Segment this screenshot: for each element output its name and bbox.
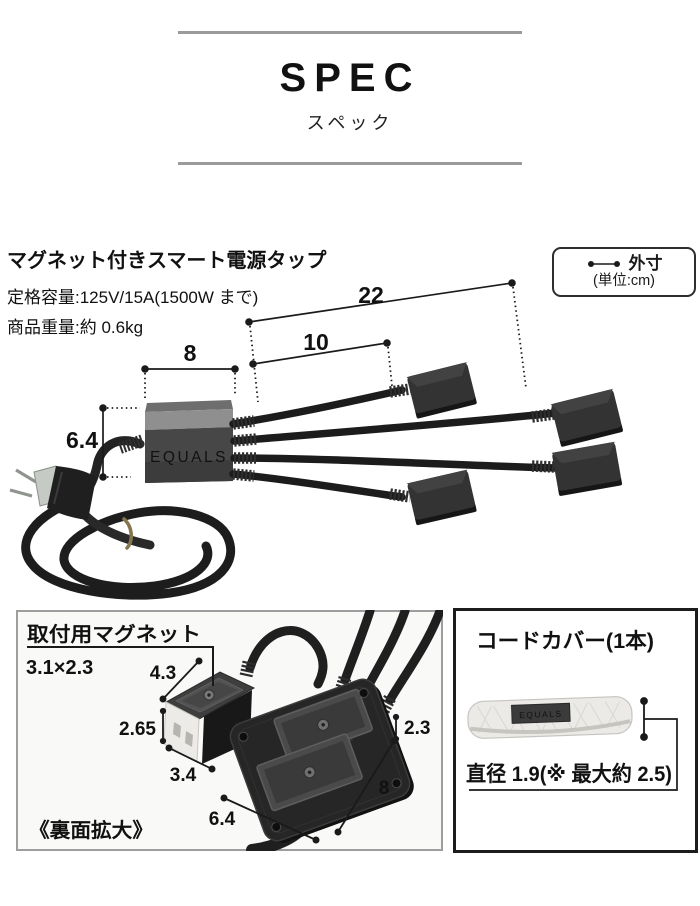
back-view-caption: 《裏面拡大》 xyxy=(29,818,153,842)
socket-head xyxy=(406,469,477,526)
dimension-label-22: 22 xyxy=(358,282,384,308)
back-view-photo: 取付用マグネット 3.1×2.3 4.3 2.65 3.4 2.3 8 6.4 … xyxy=(16,610,443,851)
dimension-label-4-3: 4.3 xyxy=(150,663,176,684)
header-rule-top xyxy=(178,31,522,34)
legend-label: 外寸 xyxy=(628,254,663,274)
back-dimension-lines xyxy=(27,646,400,844)
product-weight: 商品重量:約 0.6kg xyxy=(7,318,144,337)
plug-prong xyxy=(9,488,33,498)
cord-cover-title: コードカバー(1本) xyxy=(476,630,654,653)
dimension-label-2-65: 2.65 xyxy=(119,719,156,740)
dimension-label-8-back: 8 xyxy=(379,778,390,799)
unit-legend: 外寸 (単位:cm) xyxy=(552,247,696,297)
legend-unit: (単位:cm) xyxy=(592,273,655,290)
plug-prong xyxy=(15,468,37,484)
dimension-lines xyxy=(99,279,527,481)
dimension-label-2-3: 2.3 xyxy=(404,718,430,739)
dimension-label-6-4: 6.4 xyxy=(66,427,98,453)
cord-cover-brand: EQUALS xyxy=(519,709,563,721)
cables xyxy=(229,386,560,501)
product-name: マグネット付きスマート電源タップ xyxy=(7,250,327,272)
corner-screws xyxy=(238,688,402,832)
measure-line-icon xyxy=(587,260,620,267)
page-title: SPEC xyxy=(279,56,421,100)
dimension-label-10: 10 xyxy=(303,329,329,355)
cord-cover-brand-tag xyxy=(511,702,571,724)
magnet-label: 取付用マグネット xyxy=(27,622,201,646)
socket-head xyxy=(550,388,623,447)
hub-brand-label: EQUALS xyxy=(150,449,228,466)
header-rule-bottom xyxy=(178,162,522,165)
cord-cover-diameter: 直径 1.9(※ 最大約 2.5) xyxy=(466,762,672,786)
magnet-cube xyxy=(163,671,256,764)
power-plug xyxy=(9,465,96,520)
product-capacity: 定格容量:125V/15A(1500W まで) xyxy=(7,288,259,307)
dimension-label-3-4: 3.4 xyxy=(170,765,197,786)
cord-cover-panel: コードカバー(1本) EQUALS 直径 1.9(※ 最大約 xyxy=(453,608,698,853)
magnet-plate xyxy=(256,733,363,812)
tap-hub: EQUALS xyxy=(118,400,233,483)
socket-head xyxy=(406,362,477,419)
cord-cover-dimension xyxy=(469,697,678,791)
cord-tie xyxy=(122,517,133,550)
main-product-photo: EQUALS xyxy=(9,279,623,600)
page-subtitle: スペック xyxy=(306,113,394,133)
tap-back xyxy=(229,678,414,843)
cable-ribs xyxy=(232,383,555,503)
magnet-size-label: 3.1×2.3 xyxy=(26,657,93,679)
dimension-label-6-4-back: 6.4 xyxy=(209,809,236,830)
dimension-label-8: 8 xyxy=(184,340,197,366)
cord-cover-tube: EQUALS xyxy=(467,696,633,739)
socket-head xyxy=(551,441,623,496)
